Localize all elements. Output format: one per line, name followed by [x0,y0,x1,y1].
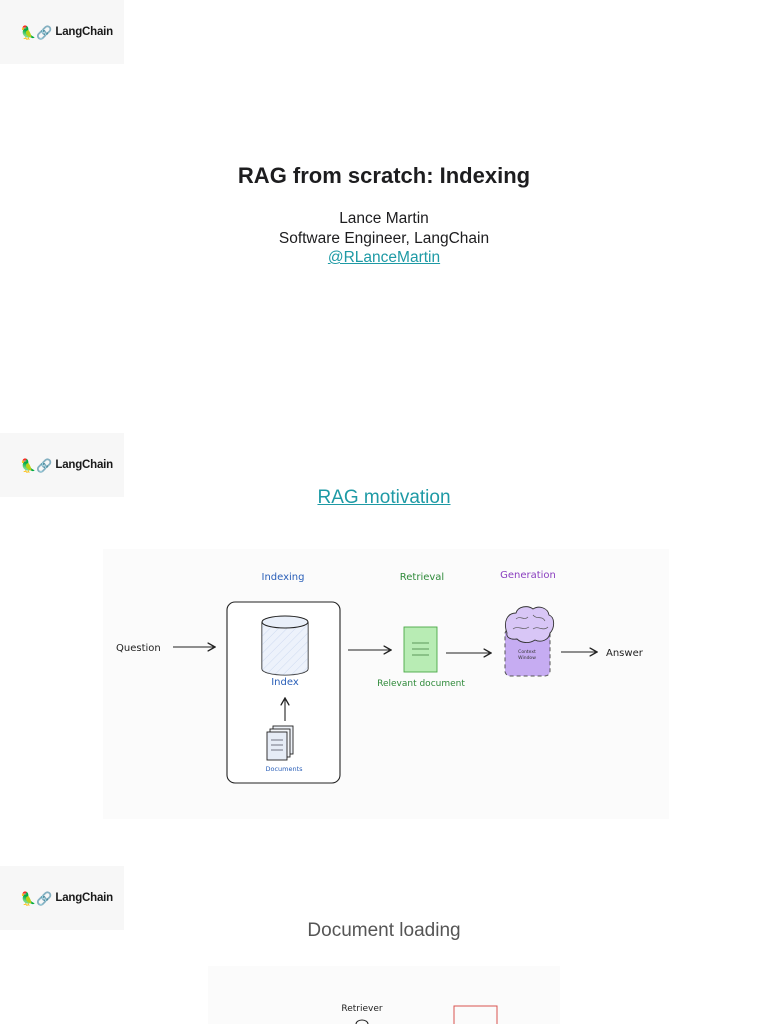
question-label: Question [116,643,161,654]
context-window-label-line2: Window [518,655,536,661]
slide-title: RAG from scratch: Indexing [237,163,531,188]
parrot-link-icon: 🦜🔗 [20,24,53,40]
relevant-document-label: Relevant document [377,679,465,689]
author-handle-link[interactable]: @RLanceMartin [327,249,441,266]
rag-pipeline-diagram: Indexing Retrieval Generation Question I… [103,549,669,819]
retrieval-label: Retrieval [400,572,444,583]
logo-text: LangChain [55,26,113,38]
brain-icon [505,606,555,643]
rag-motivation-slide: 🦜🔗 LangChain RAG motivation Indexing Ret… [0,433,768,866]
langchain-logo: 🦜🔗 LangChain [0,866,124,930]
langchain-logo: 🦜🔗 LangChain [0,0,124,64]
langchain-logo: 🦜🔗 LangChain [0,433,124,497]
author-role: Software Engineer, LangChain [278,229,490,247]
context-window-label-line1: Context [518,649,536,655]
document-loading-diagram: Retriever [208,966,560,1024]
logo-text: LangChain [55,892,113,904]
byline: Lance Martin Software Engineer, LangChai… [0,209,768,268]
title-slide: 🦜🔗 LangChain RAG from scratch: Indexing … [0,0,768,433]
parrot-link-icon: 🦜🔗 [20,890,53,906]
red-box-partial [453,1005,498,1024]
logo-text: LangChain [55,459,113,471]
database-icon [261,615,309,676]
indexing-label: Indexing [262,572,305,583]
retriever-icon-top [355,1019,369,1024]
indexing-box [226,601,341,784]
parrot-link-icon: 🦜🔗 [20,457,53,473]
retriever-label: Retriever [341,1004,383,1014]
answer-label: Answer [606,648,644,659]
document-loading-slide: 🦜🔗 LangChain Document loading Retriever [0,866,768,1024]
relevant-document-icon [403,626,438,673]
slide-title: Document loading [307,920,461,941]
generation-label: Generation [500,570,556,581]
slide-title-link[interactable]: RAG motivation [317,487,451,508]
index-label: Index [271,677,299,688]
documents-label: Documents [265,765,303,773]
author-name: Lance Martin [339,210,429,227]
documents-icon [266,725,294,761]
